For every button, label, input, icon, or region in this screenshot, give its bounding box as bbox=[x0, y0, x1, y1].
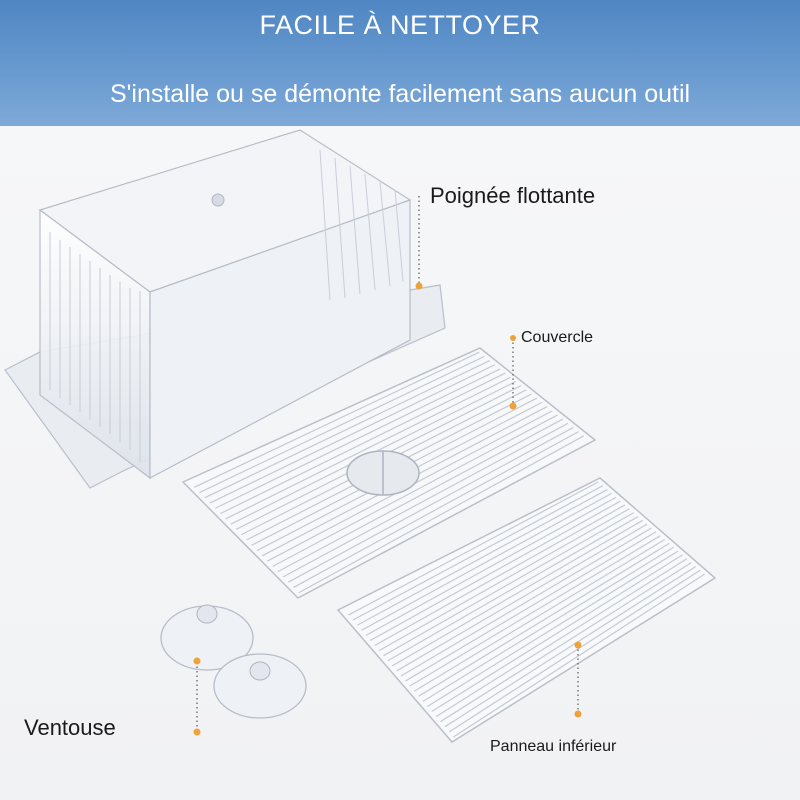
label-suction-cup: Ventouse bbox=[24, 715, 116, 740]
slat-line bbox=[383, 512, 635, 657]
slat-line bbox=[378, 508, 630, 652]
slat-line bbox=[272, 414, 558, 567]
slat-line bbox=[418, 542, 670, 697]
slat-line bbox=[348, 481, 599, 616]
slat-line bbox=[391, 519, 643, 667]
slat-line bbox=[396, 523, 648, 672]
slat-line bbox=[193, 351, 480, 488]
slat-line bbox=[440, 562, 692, 723]
label-bottom-panel: Panneau inférieur bbox=[490, 738, 617, 755]
slat-line bbox=[448, 569, 701, 733]
slat-line bbox=[400, 527, 652, 677]
slat-line bbox=[370, 500, 621, 641]
header-subtitle: S'installe ou se démonte facilement sans… bbox=[109, 80, 691, 108]
slat-line bbox=[225, 376, 511, 520]
slat-line bbox=[422, 546, 674, 702]
label-floating-handle: Poignée flottante bbox=[430, 183, 596, 208]
slat-line bbox=[352, 485, 604, 621]
slat-line bbox=[209, 364, 496, 504]
label-lid: Couvercle bbox=[521, 329, 594, 346]
slat-line bbox=[431, 554, 683, 713]
slat-line bbox=[365, 496, 617, 636]
slat-line bbox=[361, 492, 612, 631]
slat-line bbox=[453, 573, 705, 738]
slat-line bbox=[426, 550, 679, 707]
suction-cup-1 bbox=[160, 604, 254, 671]
slat-line bbox=[293, 431, 579, 588]
slat-line bbox=[214, 368, 501, 509]
slat-line bbox=[387, 515, 639, 662]
slat-line bbox=[356, 489, 608, 626]
slat-line bbox=[444, 565, 697, 728]
suction-cup-2 bbox=[213, 653, 307, 719]
slat-line bbox=[204, 360, 490, 499]
header-title: FACILE À NETTOYER bbox=[259, 10, 541, 40]
callout-markers bbox=[193, 282, 582, 736]
slat-line bbox=[405, 531, 657, 682]
slat-line bbox=[374, 504, 626, 647]
slat-line bbox=[298, 435, 585, 594]
breeding-box bbox=[4, 129, 446, 489]
bottom-panel bbox=[336, 477, 717, 743]
slat-line bbox=[435, 558, 688, 718]
slat-line bbox=[199, 355, 485, 494]
callout-lines bbox=[196, 196, 579, 732]
slat-line bbox=[220, 372, 506, 515]
slat-line bbox=[277, 418, 564, 573]
slat-line bbox=[288, 426, 574, 583]
header-banner: FACILE À NETTOYER S'installe ou se démon… bbox=[0, 0, 800, 126]
slat-line bbox=[282, 422, 569, 578]
slat-line bbox=[409, 535, 661, 687]
lid-panel bbox=[181, 347, 597, 599]
slat-line bbox=[413, 539, 666, 692]
